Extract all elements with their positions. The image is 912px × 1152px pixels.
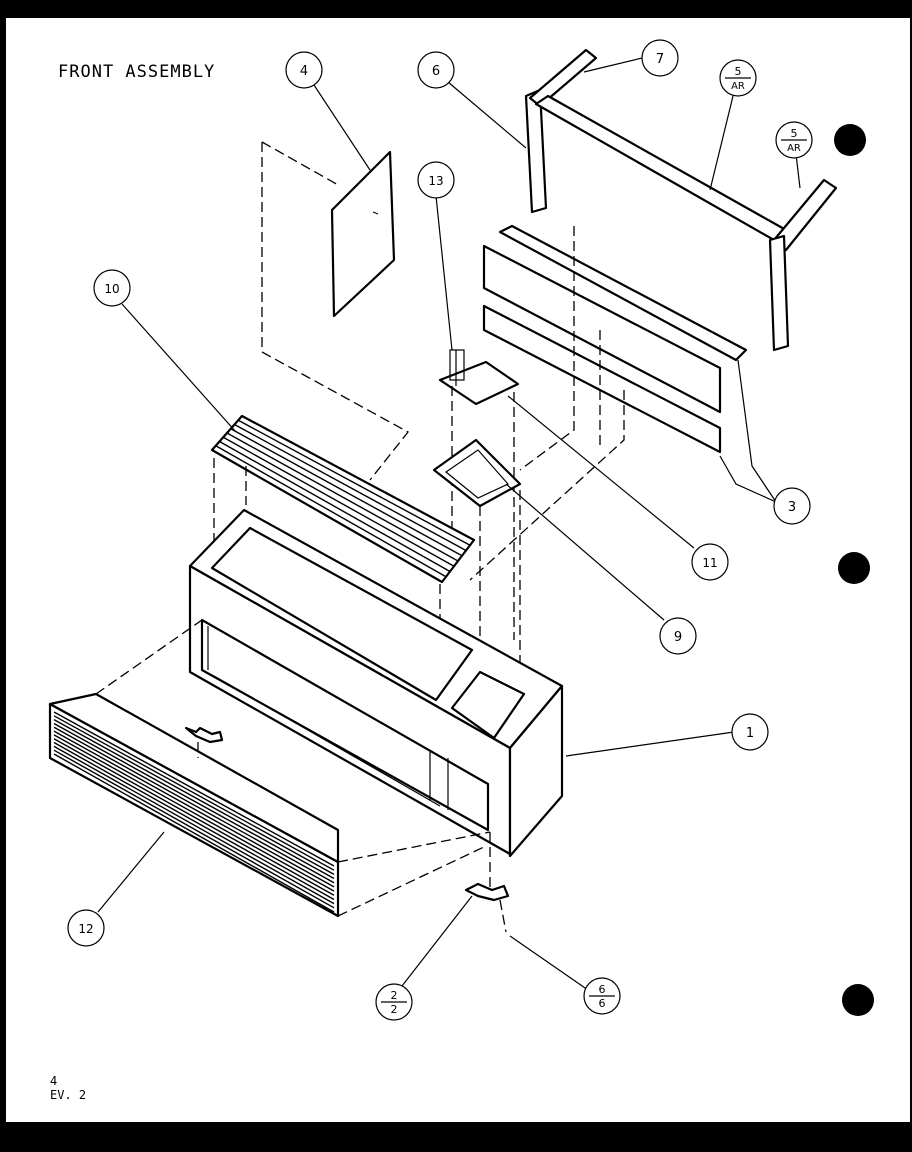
- part-10-top-grille: [210, 414, 476, 690]
- drawing-title: FRONT ASSEMBLY: [58, 62, 216, 82]
- svg-text:6: 6: [432, 64, 440, 79]
- svg-text:AR: AR: [731, 81, 745, 92]
- callout-10: 10: [93, 269, 131, 307]
- front-grille-slat: [53, 719, 335, 875]
- callout-leaders: [97, 57, 801, 991]
- svg-text:3: 3: [788, 500, 796, 515]
- grille-slat: [237, 419, 471, 546]
- callout-11: 11: [691, 543, 729, 581]
- grille-slat: [211, 449, 443, 583]
- grille-slat: [241, 415, 475, 541]
- callout-ref-2-2: 2 2: [375, 983, 413, 1021]
- svg-text:2: 2: [391, 1003, 398, 1016]
- part-9-duct: [432, 438, 522, 700]
- part-3-strips: [469, 224, 748, 581]
- callout-7: 7: [641, 39, 679, 77]
- callout-12: 12: [67, 909, 105, 947]
- svg-text:1: 1: [746, 726, 754, 741]
- svg-text:12: 12: [78, 922, 93, 936]
- front-grille-slat: [53, 726, 335, 884]
- front-grille-slat: [53, 741, 335, 901]
- front-grille-slat: [53, 749, 335, 909]
- part-4-panel: [261, 141, 409, 481]
- callout-9: 9: [659, 617, 697, 655]
- part-12-front-grille: [48, 619, 491, 918]
- front-grille-slat: [53, 722, 335, 880]
- svg-text:6: 6: [599, 997, 606, 1010]
- binder-hole-top: [834, 124, 866, 156]
- binder-hole-bottom: [842, 984, 874, 1016]
- svg-text:AR: AR: [787, 143, 801, 154]
- revision-line-1: 4: [50, 1074, 58, 1088]
- exploded-parts-diagram: 4 6 7 5 AR 5: [48, 39, 838, 1021]
- svg-text:13: 13: [428, 174, 443, 188]
- svg-text:6: 6: [599, 983, 606, 996]
- revision-note: 4 EV. 2: [50, 1074, 86, 1102]
- top-frame-parts: [524, 48, 838, 352]
- grille-slat: [226, 432, 459, 562]
- svg-text:5: 5: [735, 65, 742, 78]
- grille-slat: [215, 445, 447, 578]
- callout-ref-5-ar-a: 5 AR: [719, 59, 757, 97]
- front-grille-slat: [53, 734, 335, 892]
- callout-13: 13: [417, 161, 455, 199]
- part-1-cabinet: [188, 508, 564, 890]
- callout-circles: 4 6 7 5 AR 5: [67, 39, 813, 1021]
- svg-text:4: 4: [300, 64, 308, 79]
- front-grille-slat: [53, 715, 335, 871]
- front-grille-slat: [53, 730, 335, 888]
- grille-slat: [219, 440, 451, 573]
- revision-line-2: EV. 2: [50, 1088, 87, 1102]
- front-grille-slat: [53, 753, 335, 913]
- callout-6: 6: [417, 51, 455, 89]
- callout-3: 3: [773, 487, 811, 525]
- svg-text:5: 5: [791, 127, 798, 140]
- front-grille-slat: [53, 711, 335, 867]
- binder-hole-middle: [838, 552, 870, 584]
- svg-text:11: 11: [702, 556, 717, 570]
- grille-slat: [222, 436, 455, 567]
- svg-text:2: 2: [391, 989, 398, 1002]
- grille-slat: [234, 423, 467, 552]
- callout-4: 4: [285, 51, 323, 89]
- callout-ref-5-ar-b: 5 AR: [775, 121, 813, 159]
- svg-text:10: 10: [104, 282, 119, 296]
- callout-1: 1: [731, 713, 769, 751]
- front-grille-slat: [53, 738, 335, 896]
- grille-slat: [230, 428, 463, 557]
- front-grille-slat: [53, 745, 335, 905]
- svg-text:9: 9: [674, 630, 682, 645]
- callout-ref-6-6: 6 6: [583, 977, 621, 1015]
- drawing-page: FRONT ASSEMBLY: [6, 18, 910, 1122]
- small-bracket-parts: [184, 726, 510, 933]
- svg-text:7: 7: [656, 52, 664, 67]
